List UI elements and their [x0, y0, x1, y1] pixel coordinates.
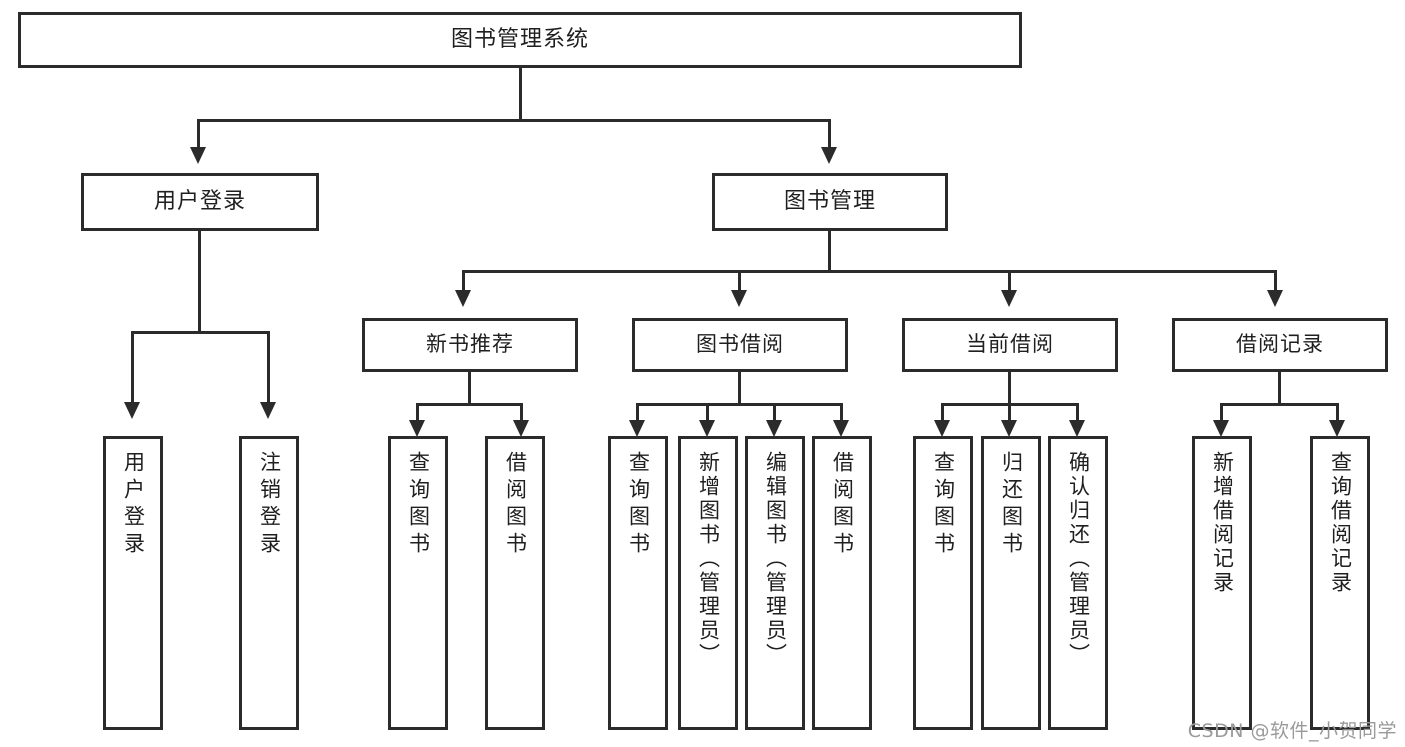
arrowhead-leaf-user-login — [124, 402, 140, 419]
arrowhead-leaf-edit-book-admin — [766, 420, 782, 437]
arrowhead-user-login — [190, 147, 206, 164]
connector-current-borrow-drop-3 — [1076, 403, 1079, 423]
node-label: 借阅记录 — [1236, 332, 1324, 357]
connector-current-borrow-drop-1 — [941, 403, 944, 423]
node-label: 注销登录 — [257, 451, 282, 559]
arrowhead-leaf-borrow-book-2 — [833, 420, 849, 437]
node-current-borrow[interactable]: 当前借阅 — [902, 318, 1118, 372]
arrowhead-book-manage — [821, 147, 837, 164]
node-book-manage[interactable]: 图书管理 — [712, 173, 948, 231]
node-leaf-confirm-return-admin[interactable]: 确认归还（管理员） — [1048, 436, 1108, 730]
node-label: 借阅图书 — [830, 451, 855, 559]
node-label: 用户登录 — [153, 188, 246, 214]
node-leaf-edit-book-admin[interactable]: 编辑图书（管理员） — [745, 436, 805, 730]
arrowhead-leaf-logout-login — [260, 402, 276, 419]
node-label: 查询图书 — [406, 451, 431, 559]
connector-user-login-fanbar — [131, 331, 270, 334]
node-leaf-return-book[interactable]: 归还图书 — [981, 436, 1041, 730]
connector-book-manage-drop-2 — [738, 270, 741, 292]
node-label: 新书推荐 — [426, 332, 514, 357]
node-label: 图书管理系统 — [450, 26, 589, 52]
arrowhead-new-book-recommend — [455, 290, 471, 307]
connector-book-borrow-drop-2 — [706, 403, 709, 423]
arrowhead-leaf-add-book-admin — [699, 420, 715, 437]
node-borrow-record[interactable]: 借阅记录 — [1172, 318, 1388, 372]
node-label: 编辑图书（管理员） — [763, 451, 788, 667]
node-leaf-query-borrow-record[interactable]: 查询借阅记录 — [1310, 436, 1370, 730]
node-root-book-management-system[interactable]: 图书管理系统 — [18, 12, 1022, 68]
node-book-borrow[interactable]: 图书借阅 — [632, 318, 848, 372]
connector-borrow-record-stem — [1278, 372, 1281, 406]
arrowhead-leaf-query-book-3 — [934, 420, 950, 437]
node-label: 新增图书（管理员） — [696, 451, 721, 667]
arrowhead-leaf-query-book-1 — [409, 420, 425, 437]
node-leaf-add-borrow-record[interactable]: 新增借阅记录 — [1192, 436, 1252, 730]
node-label: 查询图书 — [931, 451, 956, 559]
connector-user-login-stem — [198, 231, 201, 334]
node-label: 用户登录 — [121, 451, 146, 559]
connector-new-book-fanbar — [416, 403, 523, 406]
connector-book-borrow-drop-4 — [840, 403, 843, 423]
connector-new-book-drop-1 — [416, 403, 419, 423]
connector-new-book-drop-2 — [520, 403, 523, 423]
arrowhead-borrow-record — [1267, 290, 1283, 307]
connector-book-manage-drop-4 — [1274, 270, 1277, 292]
node-label: 查询借阅记录 — [1328, 451, 1353, 595]
connector-current-borrow-stem — [1008, 372, 1011, 406]
node-label: 借阅图书 — [503, 451, 528, 559]
node-label: 归还图书 — [999, 451, 1024, 559]
connector-book-borrow-stem — [738, 372, 741, 406]
connector-book-manage-fanbar — [462, 270, 1277, 273]
arrowhead-leaf-confirm-return-admin — [1069, 420, 1085, 437]
connector-new-book-stem — [468, 372, 471, 406]
node-leaf-borrow-book-1[interactable]: 借阅图书 — [485, 436, 545, 730]
node-new-book-recommend[interactable]: 新书推荐 — [362, 318, 578, 372]
node-leaf-query-book-1[interactable]: 查询图书 — [388, 436, 448, 730]
connector-root-to-book-manage — [828, 119, 831, 149]
node-label: 图书借阅 — [696, 332, 784, 357]
node-label: 新增借阅记录 — [1210, 451, 1235, 595]
arrowhead-current-borrow — [1001, 290, 1017, 307]
node-leaf-query-book-2[interactable]: 查询图书 — [608, 436, 668, 730]
node-leaf-query-book-3[interactable]: 查询图书 — [913, 436, 973, 730]
connector-root-fanbar — [197, 119, 831, 122]
node-label: 图书管理 — [783, 188, 876, 214]
connector-borrow-record-fanbar — [1220, 403, 1339, 406]
node-label: 查询图书 — [626, 451, 651, 559]
connector-book-borrow-fanbar — [636, 403, 843, 406]
connector-borrow-record-drop-1 — [1220, 403, 1223, 423]
node-leaf-add-book-admin[interactable]: 新增图书（管理员） — [678, 436, 738, 730]
connector-book-manage-drop-3 — [1008, 270, 1011, 292]
connector-user-login-drop-1 — [131, 331, 134, 404]
arrowhead-leaf-add-borrow-record — [1213, 420, 1229, 437]
node-label: 确认归还（管理员） — [1066, 451, 1091, 667]
node-leaf-logout-login[interactable]: 注销登录 — [239, 436, 299, 730]
connector-root-to-user-login — [197, 119, 200, 149]
connector-root-stem — [519, 68, 522, 122]
connector-book-manage-stem — [828, 231, 831, 273]
connector-book-borrow-drop-3 — [773, 403, 776, 423]
connector-book-borrow-drop-1 — [636, 403, 639, 423]
connector-current-borrow-drop-2 — [1008, 403, 1011, 423]
arrowhead-leaf-query-book-2 — [629, 420, 645, 437]
node-user-login[interactable]: 用户登录 — [81, 173, 319, 231]
node-leaf-user-login[interactable]: 用户登录 — [103, 436, 163, 730]
arrowhead-book-borrow — [731, 290, 747, 307]
connector-book-manage-drop-1 — [462, 270, 465, 292]
node-label: 当前借阅 — [966, 332, 1054, 357]
node-leaf-borrow-book-2[interactable]: 借阅图书 — [812, 436, 872, 730]
connector-user-login-drop-2 — [267, 331, 270, 404]
connector-borrow-record-drop-2 — [1336, 403, 1339, 423]
arrowhead-leaf-query-borrow-record — [1329, 420, 1345, 437]
arrowhead-leaf-return-book — [1001, 420, 1017, 437]
arrowhead-leaf-borrow-book-1 — [513, 420, 529, 437]
